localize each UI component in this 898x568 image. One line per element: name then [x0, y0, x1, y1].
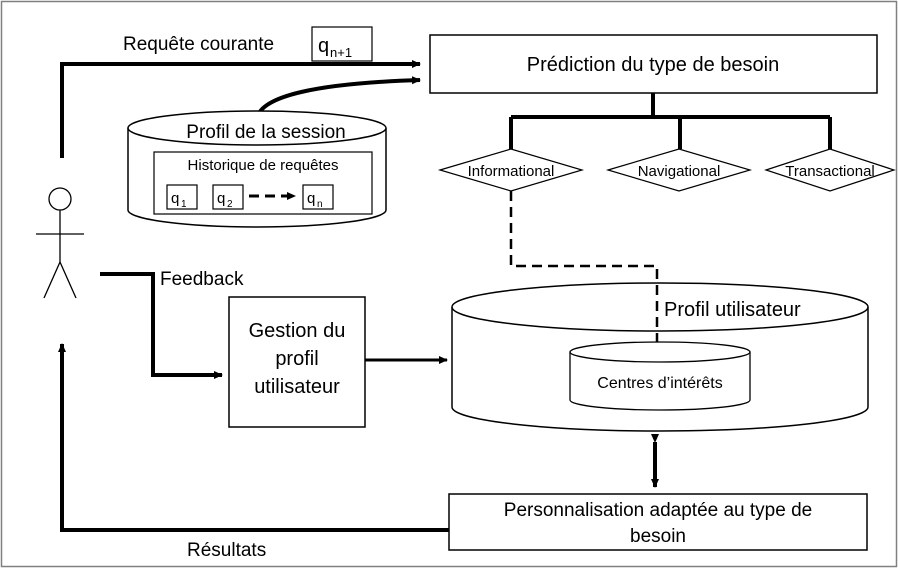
prediction-label: Prédiction du type de besoin [527, 54, 779, 76]
profile-management-line1: Gestion du [249, 320, 346, 342]
profile-management-box [228, 296, 366, 428]
feedback-arrow [100, 272, 223, 379]
transactional-label: Transactional [785, 163, 875, 180]
q1-label: q [171, 190, 179, 207]
profile-management-line3: utilisateur [254, 376, 340, 398]
informational-to-profile-link [509, 191, 659, 345]
profile-management-line2: profil [275, 348, 318, 370]
interests-top [569, 341, 751, 363]
personalization-line2: besoin [630, 526, 686, 547]
q-next-subscript: n+1 [330, 45, 352, 60]
q1-box [166, 184, 198, 210]
user-stick-figure [36, 187, 84, 299]
q2-subscript: 2 [227, 199, 233, 210]
current-query-arrow [60, 60, 421, 158]
interests-label: Centres d’intérêts [597, 375, 722, 392]
qn-box [302, 184, 334, 210]
informational-label: Informational [468, 163, 555, 180]
qn-subscript: n [317, 199, 323, 210]
navigational-label: Navigational [638, 163, 721, 180]
need-type-tree [509, 93, 832, 149]
user-profile-top [451, 282, 869, 332]
results-label: Résultats [187, 540, 266, 561]
navigational-diamond [605, 148, 753, 192]
informational-diamond [437, 148, 585, 192]
session-profile-label: Profil de la session [186, 122, 345, 143]
personalization-line1: Personnalisation adaptée au type de [504, 500, 812, 521]
current-query-label: Requête courante [123, 34, 274, 55]
q2-box [212, 184, 244, 210]
history-label: Historique de requêtes [188, 157, 339, 174]
personalization-box [448, 493, 868, 551]
feedback-label: Feedback [160, 269, 244, 290]
q2-label: q [217, 190, 225, 207]
q-next-box [311, 26, 373, 62]
q-next-label: q [318, 35, 329, 57]
transactional-diamond [764, 148, 896, 192]
results-arrow [58, 343, 449, 532]
interests-cylinder [569, 352, 751, 411]
session-profile-top [127, 110, 387, 146]
q1-subscript: 1 [181, 199, 187, 210]
user-profile-label: Profil utilisateur [664, 299, 801, 321]
qn-label: q [307, 190, 315, 207]
